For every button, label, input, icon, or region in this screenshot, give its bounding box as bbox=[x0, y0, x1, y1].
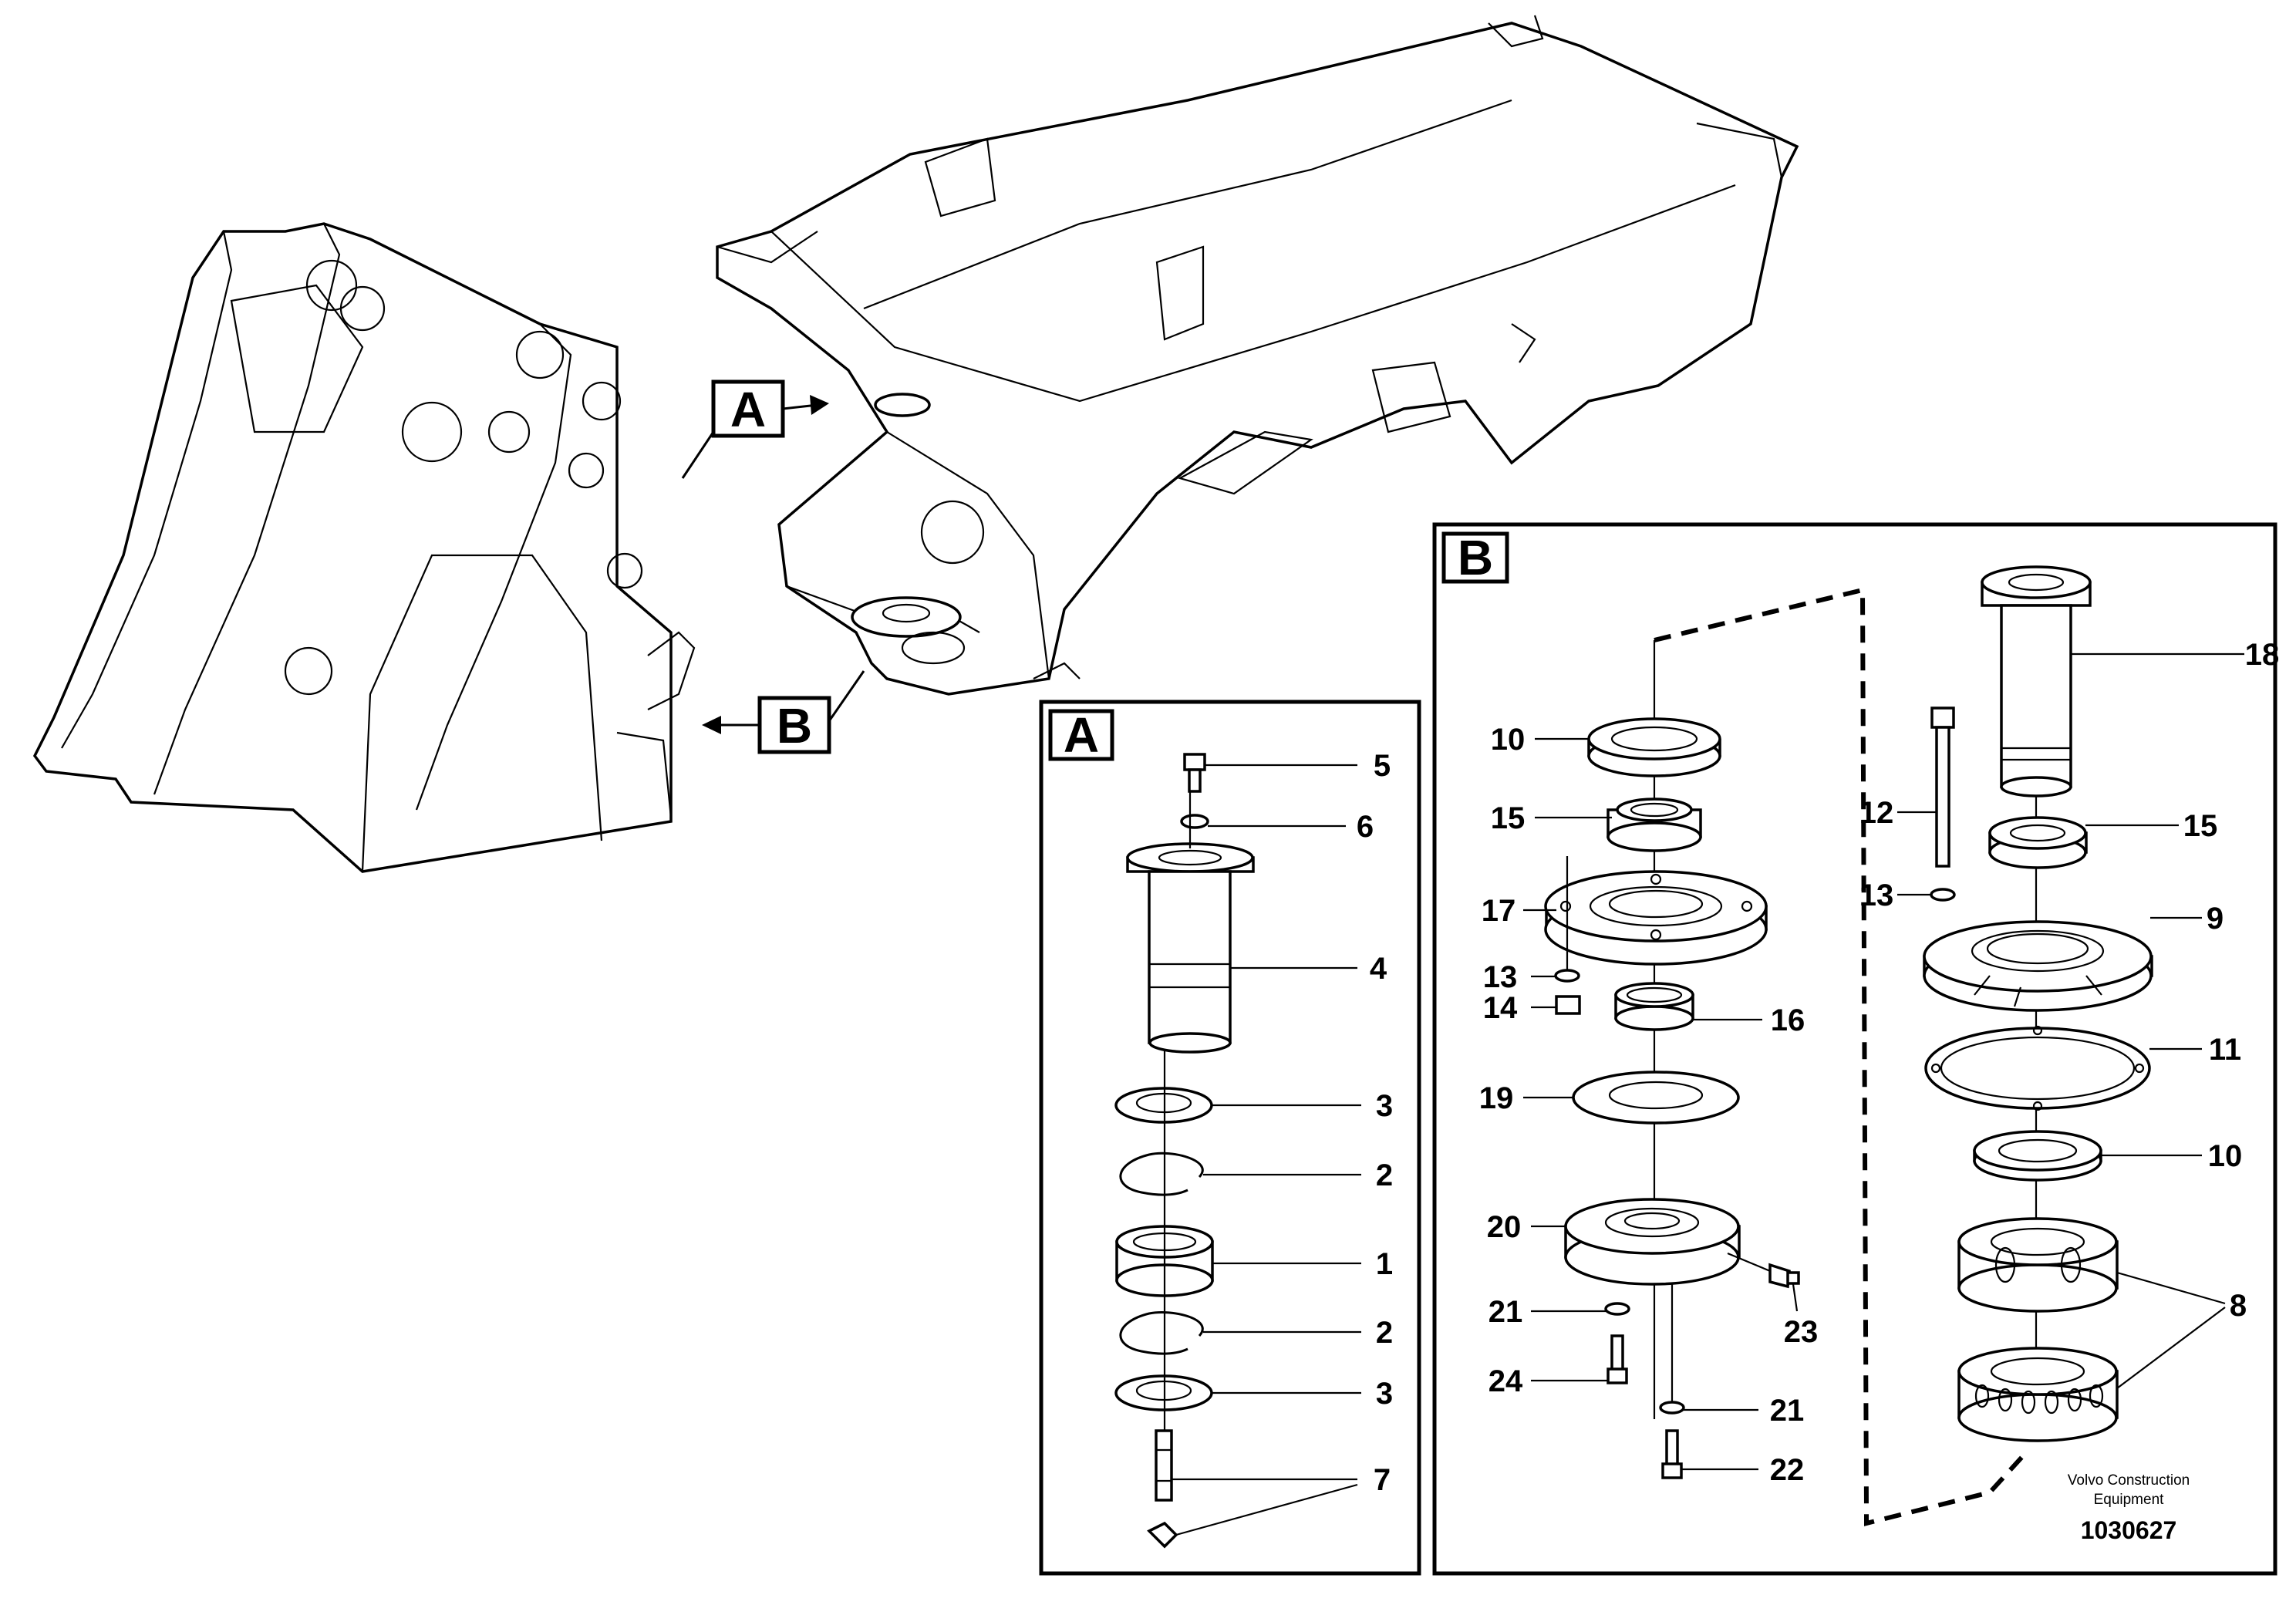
bolt-part-22 bbox=[1661, 1429, 1683, 1479]
rear-frame-drawing bbox=[716, 15, 1799, 696]
circlip-part-2-upper bbox=[1119, 1152, 1204, 1196]
panel-b-title: B bbox=[1458, 530, 1493, 585]
cap-part-20 bbox=[1564, 1198, 1741, 1286]
grease-nipple-part-23 bbox=[1727, 1252, 1800, 1289]
label-9: 9 bbox=[2207, 902, 2224, 936]
panel-a-title: A bbox=[1064, 707, 1099, 763]
label-18: 18 bbox=[2245, 638, 2280, 672]
label-23: 23 bbox=[1784, 1315, 1819, 1349]
brand-line-1: Volvo Construction bbox=[2068, 1472, 2190, 1489]
gasket-part-11 bbox=[1924, 1025, 2151, 1111]
washer-part-21-center bbox=[1659, 1401, 1685, 1415]
label-15-left: 15 bbox=[1491, 801, 1526, 835]
brand-line-2: Equipment bbox=[2094, 1492, 2165, 1508]
washer-part-21-left bbox=[1604, 1302, 1630, 1316]
bolt-part-5 bbox=[1183, 753, 1206, 793]
bolt-part-24 bbox=[1607, 1334, 1628, 1384]
label-10-left: 10 bbox=[1491, 723, 1526, 757]
shim-part-19 bbox=[1572, 1071, 1740, 1125]
label-8: 8 bbox=[2230, 1289, 2247, 1323]
label-2-upper: 2 bbox=[1376, 1158, 1393, 1192]
label-14: 14 bbox=[1483, 991, 1518, 1025]
detail-panel-b: B bbox=[1432, 522, 2280, 1576]
washer-part-6 bbox=[1180, 814, 1209, 829]
circlip-part-2-lower bbox=[1119, 1311, 1204, 1355]
label-7: 7 bbox=[1374, 1463, 1391, 1497]
callout-b: B bbox=[702, 670, 865, 754]
label-16: 16 bbox=[1771, 1003, 1805, 1037]
label-21-left: 21 bbox=[1489, 1295, 1523, 1329]
label-10-right: 10 bbox=[2208, 1139, 2243, 1173]
seal-part-10-left bbox=[1587, 717, 1721, 777]
label-4: 4 bbox=[1370, 952, 1387, 986]
pin-part-4 bbox=[1126, 842, 1255, 1054]
callout-b-label: B bbox=[777, 698, 812, 754]
label-20: 20 bbox=[1487, 1210, 1522, 1244]
label-2-lower: 2 bbox=[1376, 1316, 1393, 1350]
flange-part-17 bbox=[1544, 870, 1768, 966]
bearing-part-15-left bbox=[1607, 798, 1702, 852]
pin-part-18 bbox=[1981, 565, 2092, 798]
washer-part-13-right bbox=[1930, 888, 1956, 902]
seal-part-10-right bbox=[1973, 1130, 2102, 1182]
label-3-upper: 3 bbox=[1376, 1089, 1393, 1123]
label-12: 12 bbox=[1859, 796, 1894, 830]
bearing-part-15-right bbox=[1988, 816, 2088, 869]
bearing-part-8-upper bbox=[1957, 1217, 2119, 1313]
label-1: 1 bbox=[1376, 1247, 1393, 1281]
assembly-path-dashed bbox=[1654, 587, 2031, 1526]
label-22: 22 bbox=[1770, 1453, 1805, 1487]
bearing-part-8-lower bbox=[1957, 1347, 2119, 1442]
label-19: 19 bbox=[1479, 1081, 1514, 1115]
label-5: 5 bbox=[1374, 749, 1391, 783]
bolt-part-12 bbox=[1930, 706, 1955, 868]
washer-part-13-left bbox=[1554, 969, 1580, 983]
label-3-lower: 3 bbox=[1376, 1377, 1393, 1411]
label-6: 6 bbox=[1357, 810, 1374, 844]
label-11: 11 bbox=[2209, 1033, 2241, 1067]
label-21-center: 21 bbox=[1770, 1394, 1805, 1428]
document-number: 1030627 bbox=[2081, 1516, 2177, 1544]
housing-part-9 bbox=[1923, 920, 2153, 1012]
nut-part-14 bbox=[1555, 995, 1581, 1015]
label-15-right: 15 bbox=[2183, 809, 2218, 843]
callout-a: A bbox=[681, 379, 829, 479]
callout-a-label: A bbox=[730, 382, 766, 437]
label-13-left: 13 bbox=[1483, 960, 1518, 994]
bushing-part-16 bbox=[1614, 982, 1694, 1031]
label-13-right: 13 bbox=[1859, 878, 1894, 912]
label-24: 24 bbox=[1489, 1364, 1523, 1398]
front-frame-drawing bbox=[32, 222, 696, 873]
label-17: 17 bbox=[1482, 894, 1516, 928]
detail-panel-a: A bbox=[1039, 700, 1421, 1576]
